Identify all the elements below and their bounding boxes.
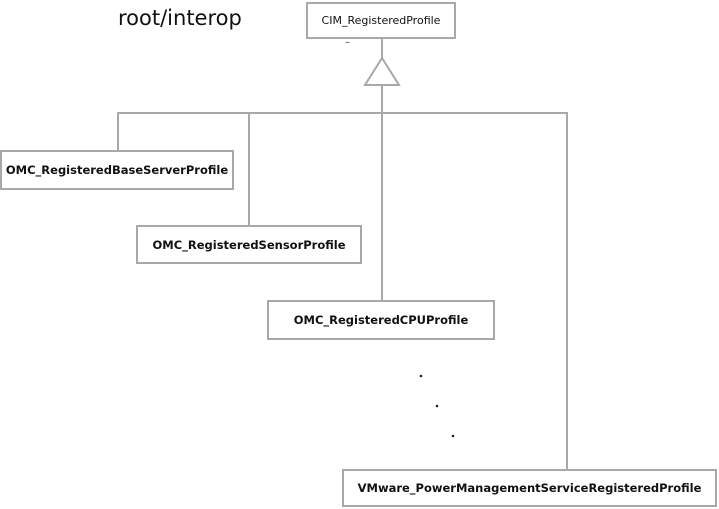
class-label: CIM_RegisteredProfile	[321, 14, 441, 27]
class-label: OMC_RegisteredCPUProfile	[293, 313, 469, 327]
class-box-base-server-profile: OMC_RegisteredBaseServerProfile	[0, 150, 234, 190]
ellipsis-dot	[435, 404, 439, 408]
ellipsis-dot	[451, 434, 455, 438]
namespace-label: root/interop	[118, 6, 242, 30]
class-box-sensor-profile: OMC_RegisteredSensorProfile	[136, 225, 362, 264]
stereotype-mark: –	[345, 37, 350, 48]
class-label: OMC_RegisteredBaseServerProfile	[5, 163, 229, 177]
class-label: OMC_RegisteredSensorProfile	[152, 237, 346, 252]
class-box-vmware-power-management-profile: VMware_PowerManagementServiceRegisteredP…	[342, 469, 717, 507]
class-label: VMware_PowerManagementServiceRegisteredP…	[357, 481, 702, 495]
ellipsis-dot	[419, 374, 423, 378]
generalization-triangle-icon	[363, 56, 401, 86]
class-box-cim-registered-profile: CIM_RegisteredProfile	[306, 2, 456, 39]
class-box-cpu-profile: OMC_RegisteredCPUProfile	[267, 300, 495, 340]
